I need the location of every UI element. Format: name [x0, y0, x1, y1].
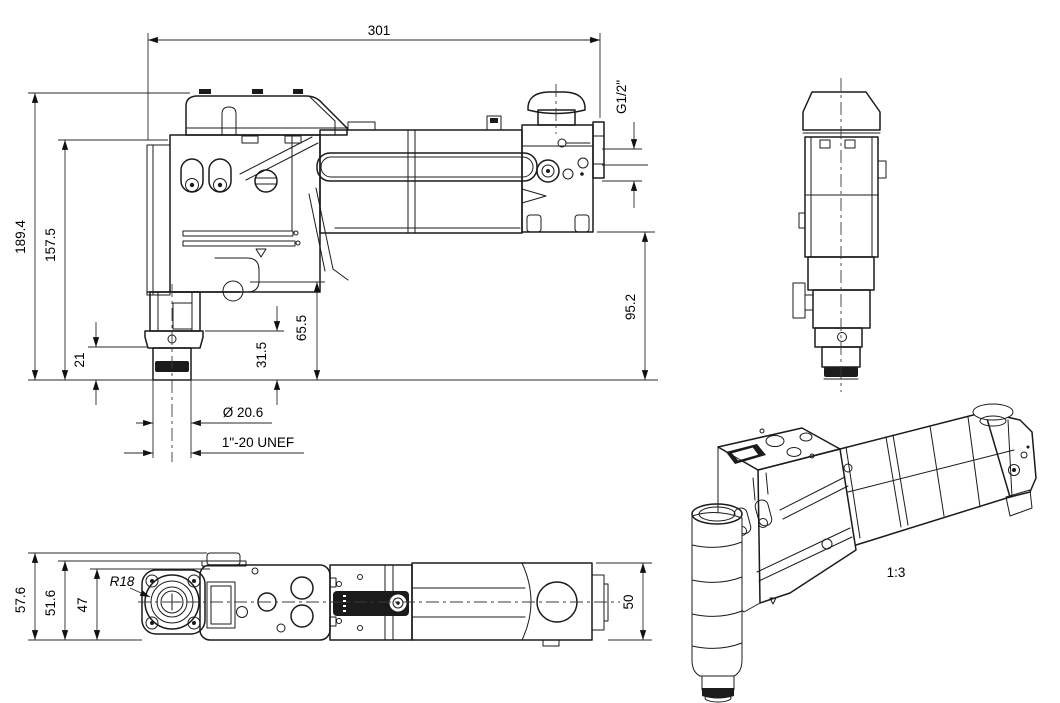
front-body — [804, 136, 879, 258]
cap-pad — [199, 89, 211, 94]
spindle-flange — [144, 330, 204, 349]
scale-label: 1:3 — [887, 565, 906, 580]
datum-triangle — [255, 248, 267, 258]
recess — [206, 581, 236, 629]
foot — [526, 214, 542, 233]
head-top — [199, 564, 331, 641]
top-view-dimensions: 57.6 51.6 47 R18 50 — [13, 552, 652, 641]
hex-port-cap — [592, 121, 605, 179]
rail-end — [877, 160, 887, 179]
top-tab — [347, 121, 376, 131]
mount-slot — [182, 230, 294, 237]
port-boss — [536, 159, 560, 183]
dim-height-total: 189.4 — [13, 220, 28, 254]
iso-o-ring — [702, 688, 734, 699]
iso-screw — [821, 538, 833, 550]
end-cap-top — [591, 574, 605, 631]
dim-rear-height: 95.2 — [623, 294, 638, 320]
top-view — [138, 552, 620, 647]
dim-width-inner: 47 — [75, 597, 90, 612]
side-view — [144, 84, 605, 462]
dim-spindle-step2: 31.5 — [254, 342, 269, 368]
iso-toggle-lever — [754, 499, 773, 527]
dim-width-body: 51.6 — [43, 590, 58, 616]
isometric-view: 1:3 — [691, 403, 1037, 703]
dim-spindle-thread: 1"-20 UNEF — [222, 435, 294, 450]
lever-edge — [792, 282, 806, 319]
dim-overall-length: 301 — [368, 23, 391, 38]
dim-flange-radius: R18 — [110, 574, 135, 589]
side-plate — [146, 144, 171, 296]
head-cap — [185, 95, 348, 136]
button-stem — [537, 109, 576, 126]
mushroom-button — [527, 91, 586, 115]
knob — [206, 552, 241, 566]
front-view — [792, 78, 887, 392]
iso-foot — [1005, 489, 1033, 517]
iso-rear-block — [984, 411, 1037, 498]
cylinder-top — [411, 562, 593, 641]
cap-pad — [252, 89, 263, 94]
locking-pin — [221, 106, 237, 136]
iso-head-top-face — [717, 427, 841, 471]
dim-width-total: 57.6 — [13, 587, 28, 613]
mount-slot — [182, 240, 296, 247]
dim-spindle-step1: 21 — [72, 352, 87, 367]
front-flange — [814, 327, 863, 348]
clamp-bracket — [214, 257, 260, 293]
iso-spindle — [701, 675, 735, 691]
dim-spindle-step3: 65.5 — [294, 315, 309, 341]
iso-head-front-face — [757, 448, 857, 604]
top-knob — [486, 115, 502, 131]
iso-column — [691, 512, 743, 677]
dim-cylinder-diameter: 50 — [621, 594, 636, 609]
iso-mushroom-button — [972, 403, 1014, 421]
dim-height-body: 157.5 — [43, 228, 58, 262]
bottom-tab — [542, 639, 560, 647]
label-strip — [333, 591, 409, 616]
front-cap — [802, 91, 881, 131]
clamp-roller — [222, 280, 244, 302]
side-view-dimensions: 301 189.4 157.5 21 31.5 65.5 95.2 G1/2" — [13, 23, 658, 457]
cap-pad — [293, 89, 303, 94]
foot — [574, 214, 590, 233]
dome-edge — [521, 562, 532, 641]
knob-tab — [201, 560, 247, 567]
dim-spindle-diameter: Ø 20.6 — [223, 405, 264, 420]
dim-port-thread: G1/2" — [614, 80, 629, 114]
